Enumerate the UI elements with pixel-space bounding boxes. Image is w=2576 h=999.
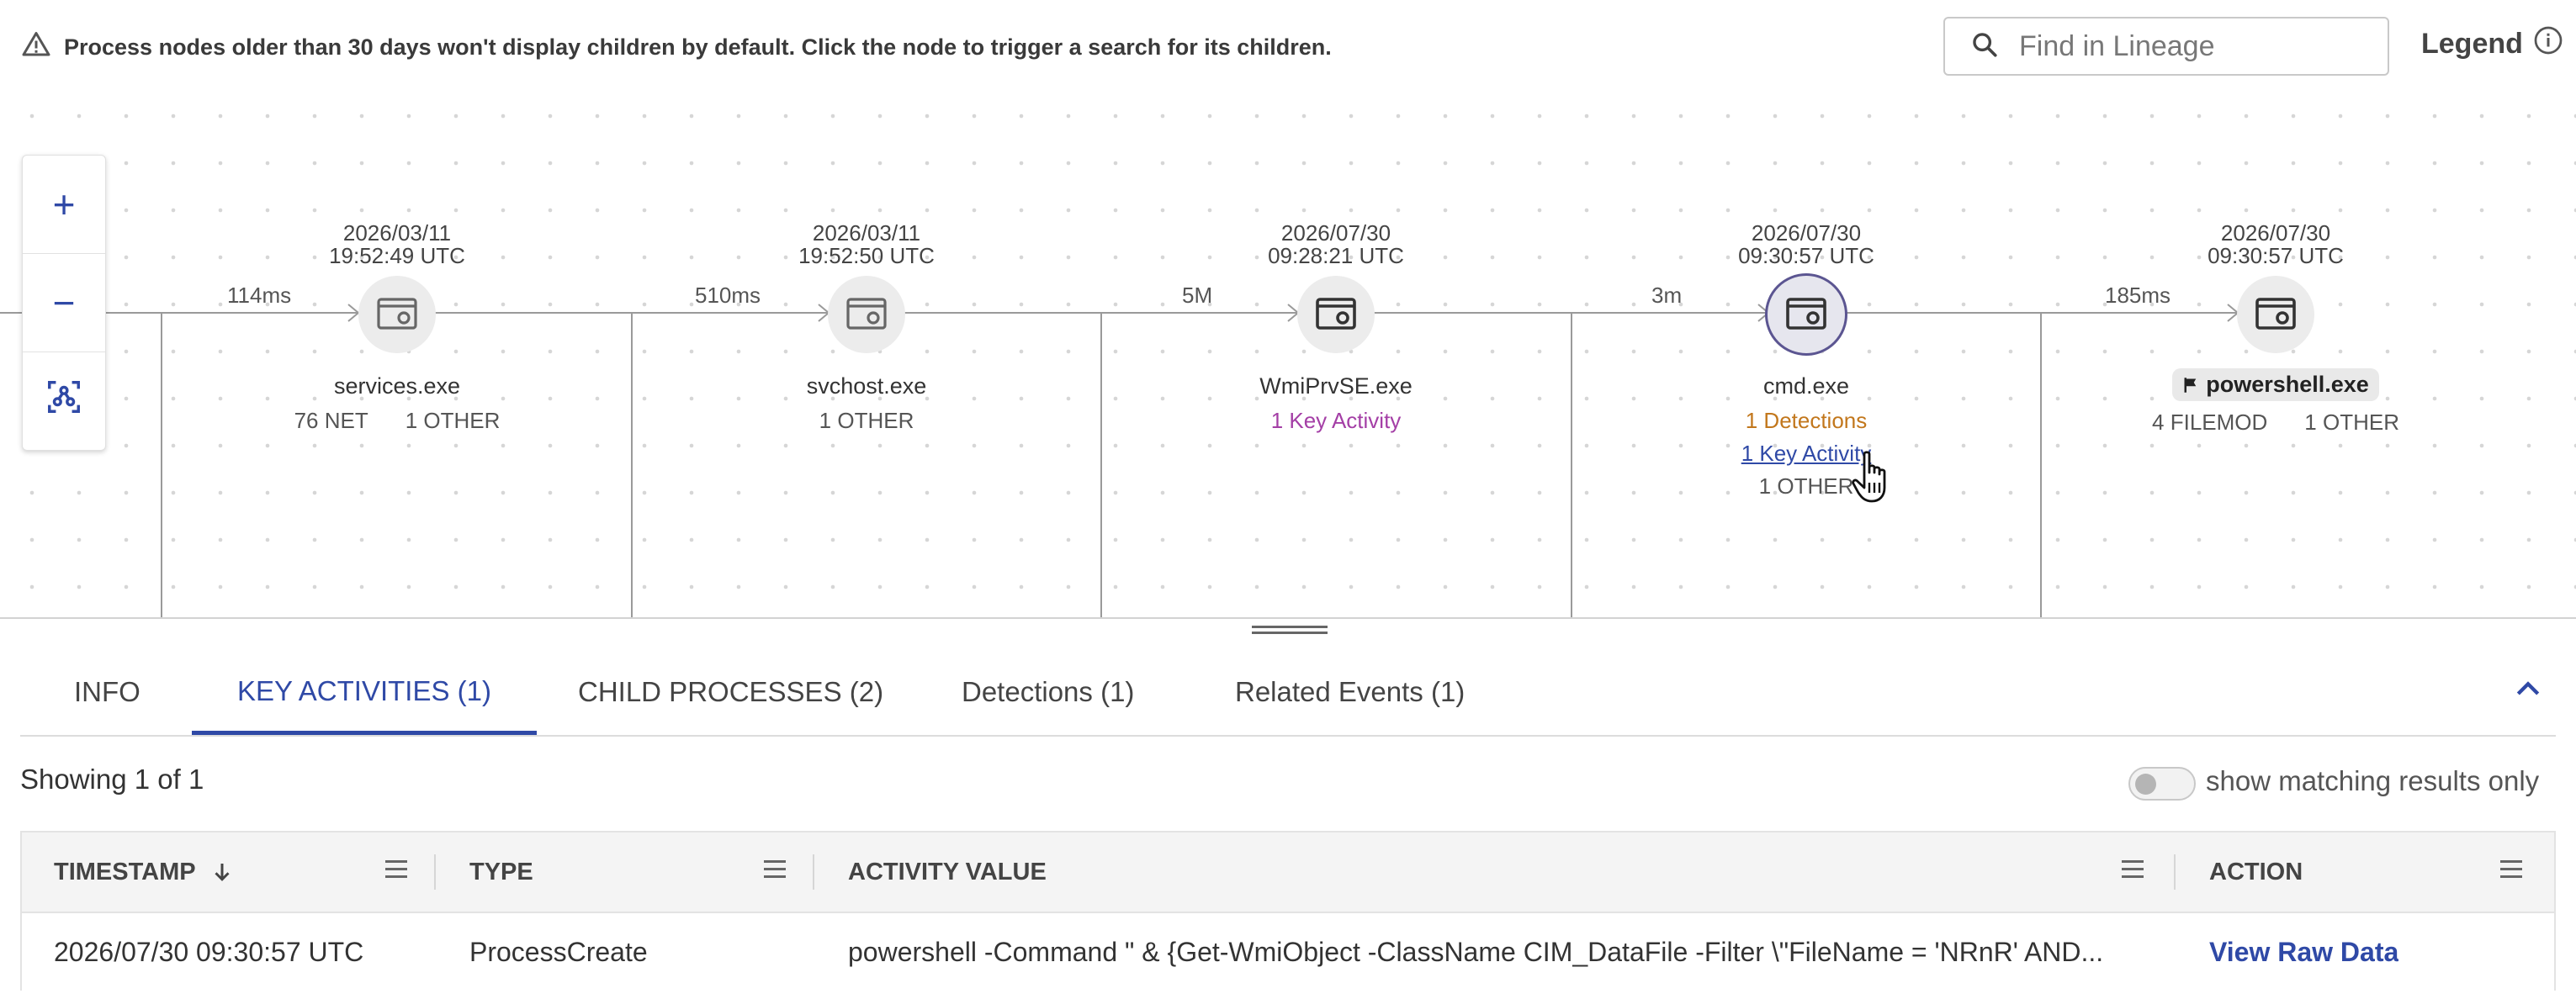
tab-child-processes[interactable]: CHILD PROCESSES (2) (578, 676, 884, 707)
process-window-icon (846, 298, 887, 330)
column-menu-icon[interactable] (385, 860, 407, 879)
process-node-button[interactable] (2237, 276, 2314, 353)
column-header-action[interactable]: ACTION (2209, 858, 2303, 885)
node-date: 2026/03/11 (812, 220, 921, 246)
table-row[interactable]: 2026/07/30 09:30:57 UTC ProcessCreate po… (22, 913, 2554, 991)
process-window-icon (2255, 298, 2296, 330)
tab-key-activities[interactable]: KEY ACTIVITIES (1) (192, 651, 537, 735)
node-time: 09:30:57 UTC (1738, 243, 1874, 268)
column-header-activity-value[interactable]: ACTIVITY VALUE (848, 858, 1047, 885)
warning-icon (20, 29, 52, 66)
node-stat[interactable]: 1 OTHER (819, 408, 914, 433)
edge-duration: 185ms (2105, 283, 2171, 308)
process-node-button-selected[interactable] (1765, 273, 1847, 356)
process-window-icon (1316, 298, 1356, 330)
info-banner: Process nodes older than 30 days won't d… (20, 29, 1332, 66)
fit-to-screen-button[interactable] (23, 352, 105, 450)
tab-detections[interactable]: Detections (1) (962, 676, 1135, 707)
process-node-powershell: 2026/07/30 09:30:57 UTC powershell.exe 4… (2091, 222, 2461, 436)
column-header-type[interactable]: TYPE (469, 858, 533, 885)
zoom-out-button[interactable]: − (23, 254, 105, 352)
process-node-wmiprvse: 2026/07/30 09:28:21 UTC WmiPrvSE.exe 1 K… (1151, 222, 1521, 434)
cell-type: ProcessCreate (469, 936, 648, 967)
node-stats: 4 FILEMOD 1 OTHER (2091, 410, 2461, 436)
column-separator[interactable] (813, 854, 814, 890)
toggle-label: show matching results only (2206, 765, 2540, 796)
edge-duration: 510ms (695, 283, 761, 308)
search-input[interactable] (2017, 29, 2374, 64)
matching-results-toggle[interactable] (2128, 767, 2196, 801)
legend-button[interactable]: Legend (2421, 25, 2563, 63)
column-menu-icon[interactable] (2122, 860, 2144, 879)
process-window-icon (1786, 298, 1826, 330)
edge-duration: 5M (1182, 283, 1213, 308)
node-stat[interactable]: 1 OTHER (2304, 410, 2399, 435)
flag-icon (2184, 377, 2197, 393)
column-separator[interactable] (434, 854, 436, 890)
sort-descending-icon[interactable] (209, 859, 235, 885)
column-label: TIMESTAMP (54, 858, 196, 885)
node-stat[interactable]: 1 OTHER (1758, 473, 1854, 499)
process-node-cmd: 2026/07/30 09:30:57 UTC cmd.exe 1 Detect… (1621, 222, 1991, 500)
process-window-icon (377, 298, 417, 330)
process-name: WmiPrvSE.exe (1259, 373, 1413, 399)
node-stats: 1 OTHER (681, 408, 1052, 434)
node-stat[interactable]: 1 OTHER (405, 408, 501, 433)
tab-related-events[interactable]: Related Events (1) (1235, 676, 1466, 707)
process-name: svchost.exe (806, 373, 927, 399)
fit-view-icon (45, 378, 83, 426)
process-node-button[interactable] (358, 276, 436, 353)
process-node-services: 2026/03/11 19:52:49 UTC services.exe 76 … (212, 222, 582, 434)
zoom-controls: + − (22, 155, 106, 451)
process-node-button[interactable] (828, 276, 905, 353)
node-time: 19:52:50 UTC (798, 243, 935, 268)
banner-text: Process nodes older than 30 days won't d… (64, 34, 1332, 60)
edge-duration: 114ms (227, 283, 292, 308)
detail-tabs: INFO KEY ACTIVITIES (1) CHILD PROCESSES … (20, 651, 2556, 737)
edge-duration: 3m (1651, 283, 1683, 308)
process-name-badge: powershell.exe (2172, 368, 2379, 401)
chevron-up-icon[interactable] (2511, 673, 2545, 706)
zoom-in-button[interactable]: + (23, 156, 105, 254)
key-activity-count[interactable]: 1 Key Activity (1270, 408, 1402, 433)
process-name: services.exe (333, 373, 461, 399)
lineage-graph[interactable]: + − 114ms 510ms 5M 3m 185ms 2026/03/11 1… (0, 84, 2576, 617)
node-time: 19:52:49 UTC (329, 243, 465, 268)
node-stats: 76 NET 1 OTHER (212, 408, 582, 434)
table-header: TIMESTAMP TYPE ACTIVITY VALUE ACTION (22, 832, 2554, 913)
info-icon (2533, 25, 2563, 63)
node-date: 2026/07/30 (2220, 220, 2331, 246)
search-icon (1970, 30, 1999, 63)
lineage-search-box[interactable] (1943, 17, 2389, 76)
process-node-svchost: 2026/03/11 19:52:50 UTC svchost.exe 1 OT… (681, 222, 1052, 434)
key-activity-link[interactable]: 1 Key Activity (1741, 441, 1872, 466)
node-time: 09:28:21 UTC (1268, 243, 1404, 268)
node-date: 2026/07/30 (1751, 220, 1862, 246)
view-raw-data-link[interactable]: View Raw Data (2209, 936, 2399, 967)
node-time: 09:30:57 UTC (2208, 243, 2344, 268)
process-name: powershell.exe (2206, 372, 2369, 397)
cell-activity-value: powershell -Command " & {Get-WmiObject -… (848, 936, 2104, 967)
resize-grip-icon[interactable] (1252, 626, 1328, 636)
column-separator[interactable] (2174, 854, 2176, 890)
node-date: 2026/03/11 (342, 220, 452, 246)
panel-splitter[interactable] (0, 617, 2576, 619)
column-menu-icon[interactable] (764, 860, 786, 879)
cell-timestamp: 2026/07/30 09:30:57 UTC (54, 936, 364, 967)
column-header-timestamp[interactable]: TIMESTAMP (54, 832, 235, 912)
key-activities-table: TIMESTAMP TYPE ACTIVITY VALUE ACTION 202… (20, 831, 2556, 991)
node-date: 2026/07/30 (1280, 220, 1391, 246)
results-count: Showing 1 of 1 (20, 764, 204, 795)
column-menu-icon[interactable] (2500, 860, 2522, 879)
hand-cursor-icon (1852, 451, 1886, 503)
process-name: cmd.exe (1762, 373, 1850, 399)
node-stat[interactable]: 4 FILEMOD (2152, 410, 2268, 435)
node-stat[interactable]: 76 NET (294, 408, 368, 433)
process-node-button[interactable] (1297, 276, 1375, 353)
detections-count[interactable]: 1 Detections (1745, 408, 1868, 433)
tab-info[interactable]: INFO (74, 676, 140, 707)
legend-label: Legend (2421, 28, 2523, 60)
